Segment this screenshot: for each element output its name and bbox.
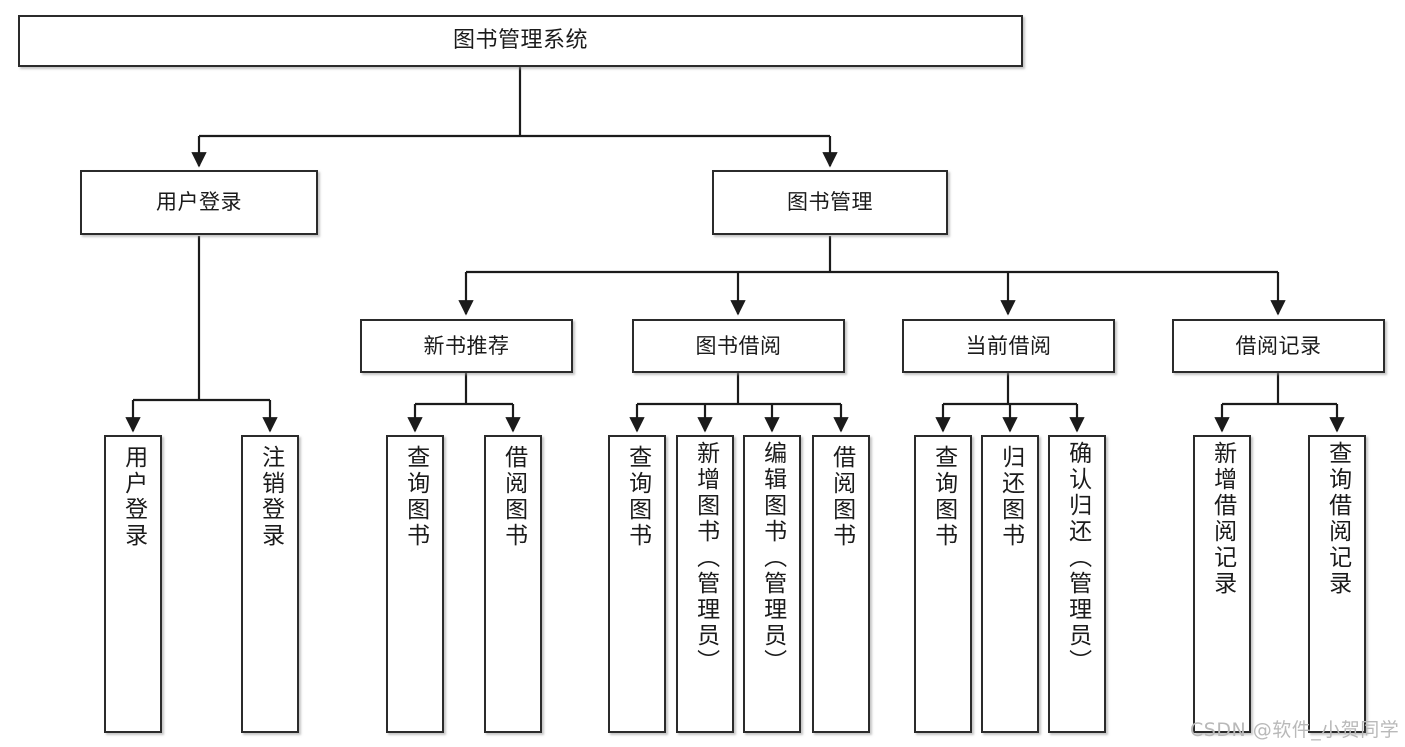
node-book-management[interactable]: 图书管理 xyxy=(712,170,948,235)
node-borrow-record[interactable]: 借阅记录 xyxy=(1172,319,1385,373)
node-new-book-recommend[interactable]: 新书推荐 xyxy=(360,319,573,373)
node-user-login[interactable]: 用户登录 xyxy=(80,170,318,235)
leaf-record-query[interactable]: 查询借阅记录 xyxy=(1308,435,1366,733)
leaf-borrow-lend-label: 借阅图书 xyxy=(828,445,855,549)
leaf-user-login-label: 用户登录 xyxy=(120,445,147,549)
leaf-borrow-query[interactable]: 查询图书 xyxy=(608,435,666,733)
node-book-management-label: 图书管理 xyxy=(787,190,873,215)
node-current-borrow-label: 当前借阅 xyxy=(965,333,1052,358)
leaf-borrow-add-admin[interactable]: 新增图书（管理员） xyxy=(676,435,734,733)
leaf-current-return[interactable]: 归还图书 xyxy=(981,435,1039,733)
leaf-record-query-label: 查询借阅记录 xyxy=(1324,441,1351,597)
leaf-record-add[interactable]: 新增借阅记录 xyxy=(1193,435,1251,733)
node-root-label: 图书管理系统 xyxy=(452,28,588,54)
leaf-new-book-query-label: 查询图书 xyxy=(402,445,429,549)
leaf-borrow-add-admin-label: 新增图书（管理员） xyxy=(692,441,719,675)
leaf-current-confirm-admin-label: 确认归还（管理员） xyxy=(1064,441,1091,675)
leaf-new-book-borrow[interactable]: 借阅图书 xyxy=(484,435,542,733)
node-borrow-record-label: 借阅记录 xyxy=(1235,333,1322,358)
leaf-current-query[interactable]: 查询图书 xyxy=(914,435,972,733)
node-current-borrow[interactable]: 当前借阅 xyxy=(902,319,1115,373)
leaf-record-add-label: 新增借阅记录 xyxy=(1209,441,1236,597)
node-user-login-label: 用户登录 xyxy=(156,190,242,215)
leaf-user-login[interactable]: 用户登录 xyxy=(104,435,162,733)
leaf-current-return-label: 归还图书 xyxy=(997,445,1024,549)
leaf-borrow-query-label: 查询图书 xyxy=(624,445,651,549)
node-new-book-recommend-label: 新书推荐 xyxy=(423,333,510,358)
node-book-borrow[interactable]: 图书借阅 xyxy=(632,319,845,373)
leaf-borrow-lend[interactable]: 借阅图书 xyxy=(812,435,870,733)
node-book-borrow-label: 图书借阅 xyxy=(695,333,782,358)
leaf-borrow-edit-admin-label: 编辑图书（管理员） xyxy=(759,441,786,675)
leaf-current-confirm-admin[interactable]: 确认归还（管理员） xyxy=(1048,435,1106,733)
node-root[interactable]: 图书管理系统 xyxy=(18,15,1023,67)
leaf-current-query-label: 查询图书 xyxy=(930,445,957,549)
leaf-user-logout[interactable]: 注销登录 xyxy=(241,435,299,733)
leaf-user-logout-label: 注销登录 xyxy=(257,445,284,549)
csdn-watermark: CSDN @软件_小贺同学 xyxy=(1190,719,1400,741)
leaf-borrow-edit-admin[interactable]: 编辑图书（管理员） xyxy=(743,435,801,733)
leaf-new-book-query[interactable]: 查询图书 xyxy=(386,435,444,733)
leaf-new-book-borrow-label: 借阅图书 xyxy=(500,445,527,549)
